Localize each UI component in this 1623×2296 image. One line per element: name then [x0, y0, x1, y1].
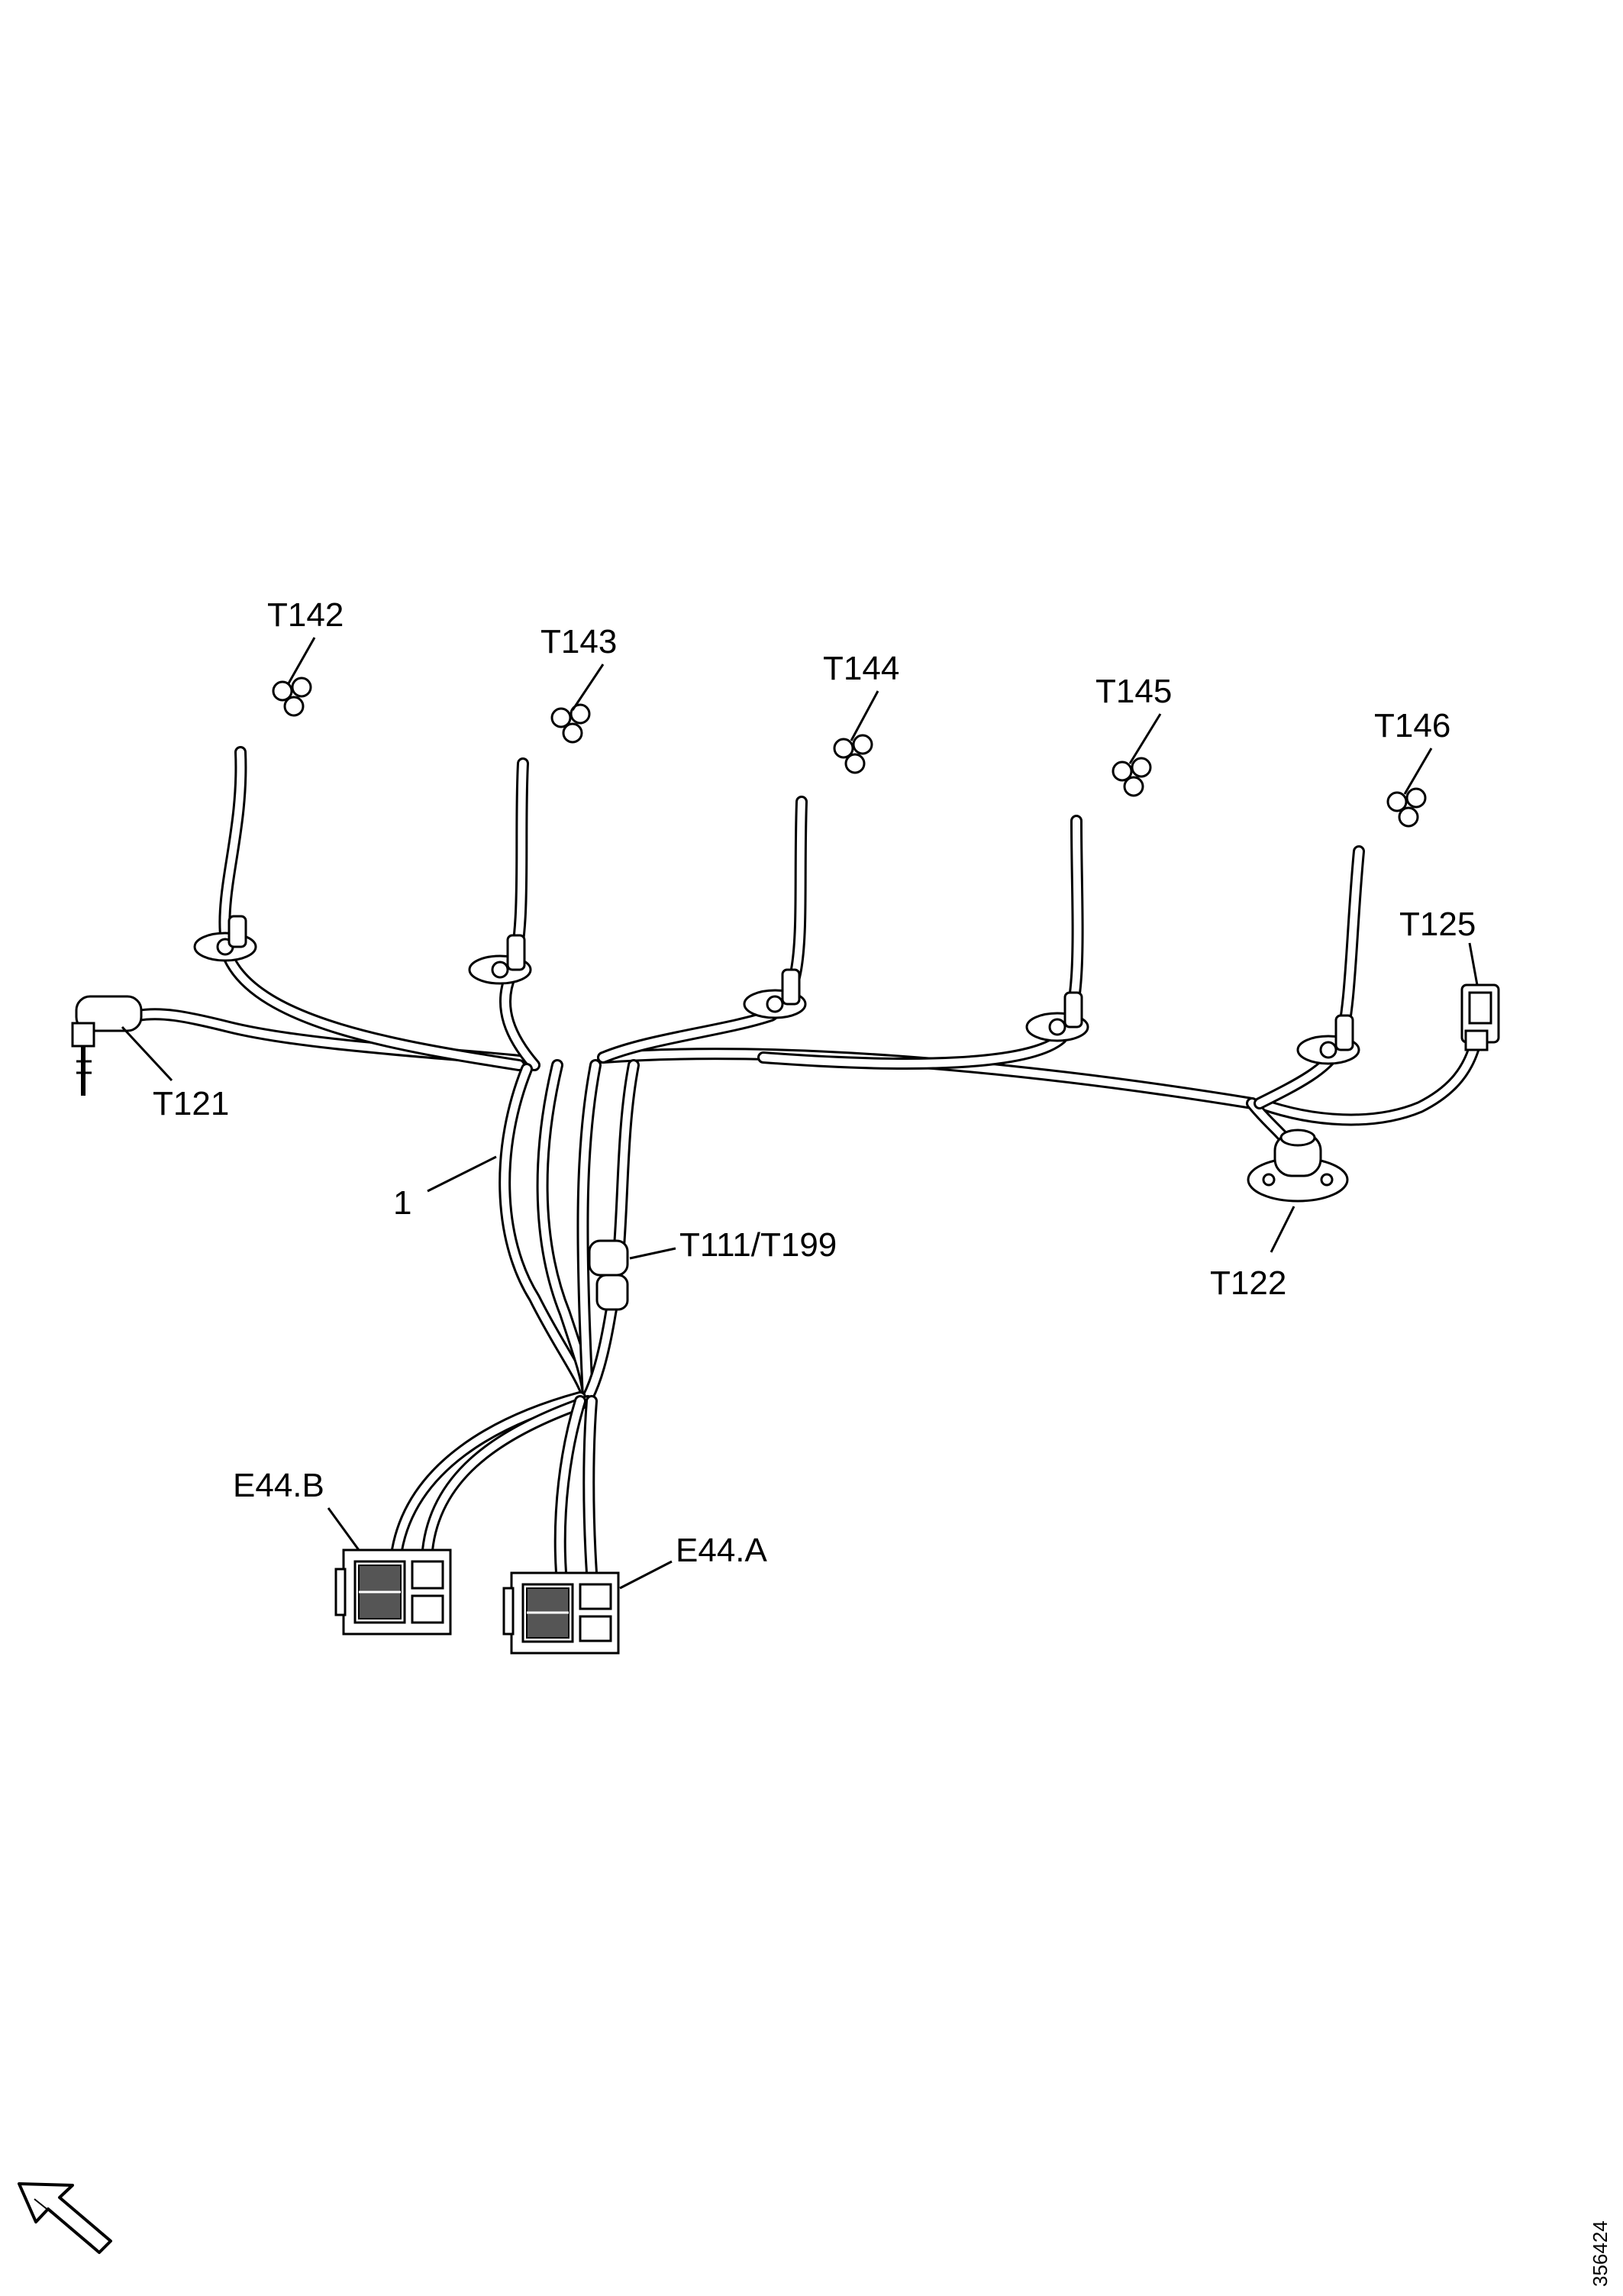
wire-branch-t142 [218, 746, 525, 1071]
injector-t144 [743, 734, 873, 1019]
label-t144: T144 [823, 650, 899, 687]
wire-bundle-down [391, 1059, 640, 1579]
wire-branch-t146 [1254, 845, 1365, 1109]
label-t121: T121 [153, 1085, 229, 1122]
label-e44b: E44.B [233, 1467, 324, 1504]
label-e44a: E44.A [676, 1532, 768, 1569]
injector-t143 [468, 703, 591, 985]
label-t111-t199: T111/T199 [679, 1226, 837, 1264]
injector-t146 [1296, 787, 1427, 1065]
wire-branch-t143 [499, 757, 540, 1071]
callout-labels: T142 T143 T144 T145 T146 T125 T121 T122 … [153, 596, 1476, 1569]
label-t145: T145 [1095, 673, 1172, 710]
label-t143: T143 [540, 623, 617, 660]
label-t122: T122 [1210, 1264, 1286, 1302]
connector-t111-t199 [588, 1239, 629, 1311]
connector-e44a [502, 1571, 620, 1655]
label-t142: T142 [267, 596, 344, 634]
sensor-t125 [1460, 983, 1500, 1051]
reference-number: 356424 [1589, 2220, 1612, 2287]
label-t146: T146 [1374, 707, 1450, 744]
wire-branch-right [597, 1044, 1479, 1151]
injector-t145 [1025, 757, 1152, 1042]
label-t125: T125 [1399, 906, 1476, 943]
leader-lines [121, 637, 1479, 1590]
injector-t142 [193, 677, 312, 962]
arrow-icon [18, 2182, 112, 2254]
wire-branch-t144 [597, 796, 808, 1064]
sensor-t122 [1247, 1129, 1349, 1203]
label-harness: 1 [393, 1184, 411, 1222]
connector-e44b [334, 1548, 452, 1636]
sensor-t121 [71, 995, 143, 1096]
